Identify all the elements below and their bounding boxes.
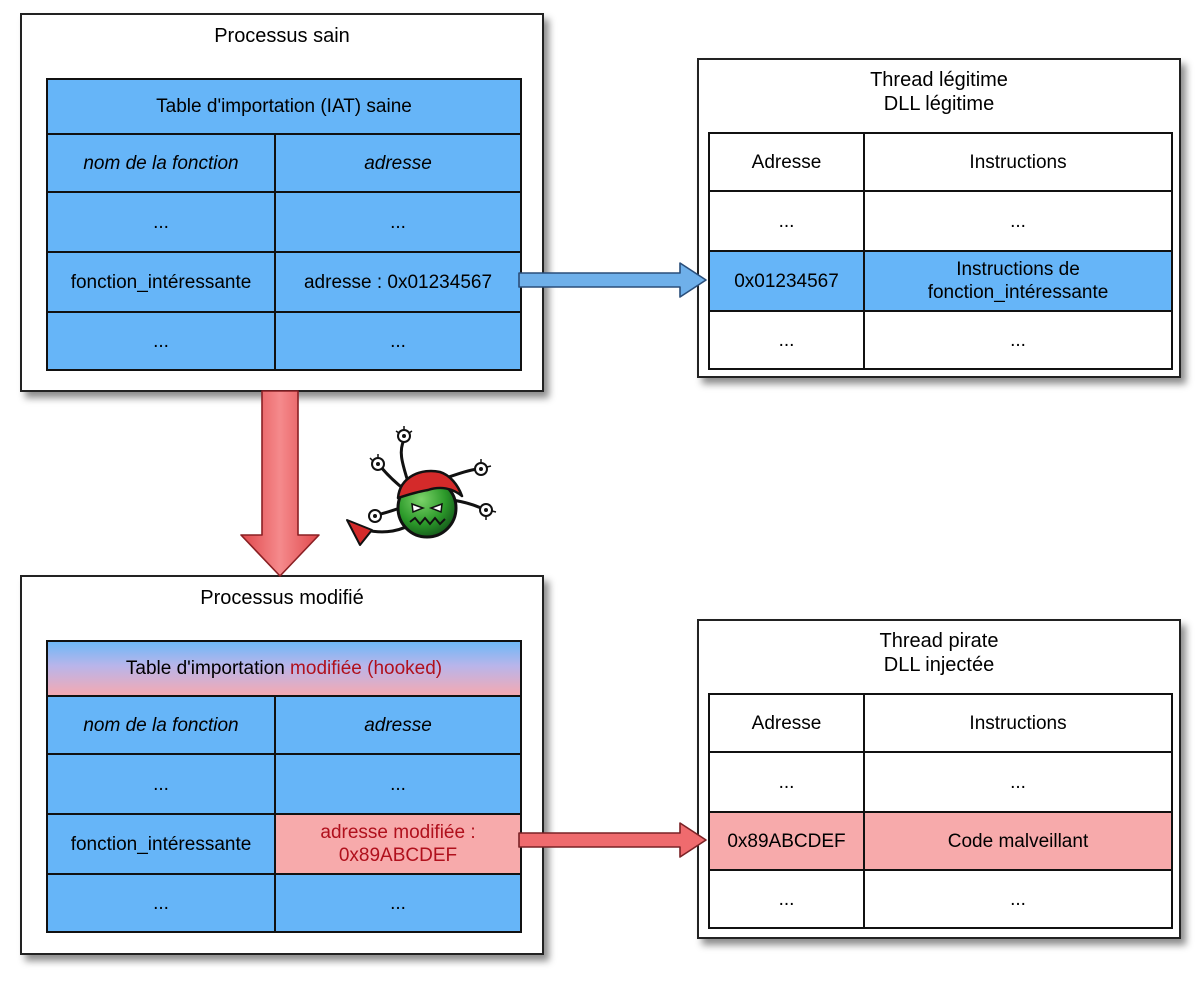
cell-instructions: Instructions de fonction_intéressante xyxy=(863,250,1173,312)
healthy-iat-header: Table d'importation (IAT) saine xyxy=(45,78,523,135)
cell-name: fonction_intéressante xyxy=(46,251,276,313)
cell-instructions: Code malveillant xyxy=(863,811,1173,871)
modified-address-line2: 0x89ABCDEF xyxy=(338,845,458,866)
table-row: 0x89ABCDEF Code malveillant xyxy=(708,811,1173,871)
legit-thread-box: Thread légitime DLL légitime Adresse Ins… xyxy=(697,58,1181,378)
cell-name: ... xyxy=(46,873,276,933)
healthy-process-box: Processus sain Table d'importation (IAT)… xyxy=(20,13,544,392)
pirate-thread-title: Thread pirate DLL injectée xyxy=(699,629,1179,677)
cell-address: 0x89ABCDEF xyxy=(708,811,865,871)
modified-iat-table: Table d'importation modifiée (hooked) no… xyxy=(45,640,523,933)
legit-thread-table: Adresse Instructions ... ... 0x01234567 … xyxy=(708,132,1173,370)
col-instructions: Instructions xyxy=(863,693,1173,753)
cell-address: ... xyxy=(273,311,523,371)
modified-iat-header-normal: Table d'importation xyxy=(125,658,291,679)
col-adresse: Adresse xyxy=(708,132,865,192)
cell-name: fonction_intéressante xyxy=(46,813,276,875)
modified-iat-header-hooked: modifiée (hooked) xyxy=(290,658,443,679)
table-row: ... ... xyxy=(708,869,1173,929)
cell-address: ... xyxy=(273,873,523,933)
healthy-iat-table: Table d'importation (IAT) saine nom de l… xyxy=(45,78,523,371)
instructions-line1: Instructions de xyxy=(956,259,1080,280)
table-row: fonction_intéressante adresse : 0x012345… xyxy=(46,251,523,313)
cell-address: ... xyxy=(708,869,865,929)
cell-address: ... xyxy=(273,753,523,815)
cell-address: adresse : 0x01234567 xyxy=(273,251,523,313)
table-row: ... ... xyxy=(708,310,1173,370)
virus-monster-icon xyxy=(346,426,497,546)
modified-process-title: Processus modifié xyxy=(200,587,364,609)
modified-iat-header: Table d'importation modifiée (hooked) xyxy=(45,640,523,697)
table-row: fonction_intéressante adresse modifiée :… xyxy=(46,813,523,875)
healthy-process-title: Processus sain xyxy=(214,25,350,47)
cell-name: ... xyxy=(46,191,276,253)
instructions-line2: fonction_intéressante xyxy=(927,282,1109,303)
pirate-thread-title-line2: DLL injectée xyxy=(883,654,995,676)
col-function-name: nom de la fonction xyxy=(46,133,276,193)
legit-thread-title: Thread légitime DLL légitime xyxy=(699,68,1179,116)
table-row: ... ... xyxy=(46,311,523,371)
col-adresse: Adresse xyxy=(708,693,865,753)
red-arrow xyxy=(518,822,707,858)
cell-address: ... xyxy=(708,310,865,370)
table-row: ... ... xyxy=(708,190,1173,252)
cell-address: ... xyxy=(273,191,523,253)
table-row: ... ... xyxy=(46,191,523,253)
col-address: adresse xyxy=(273,695,523,755)
modified-process-box: Processus modifié Table d'importation mo… xyxy=(20,575,544,955)
col-function-name: nom de la fonction xyxy=(46,695,276,755)
cell-instructions: ... xyxy=(863,869,1173,929)
cell-name: ... xyxy=(46,311,276,371)
pirate-thread-box: Thread pirate DLL injectée Adresse Instr… xyxy=(697,619,1181,939)
cell-address: 0x01234567 xyxy=(708,250,865,312)
cell-instructions: ... xyxy=(863,310,1173,370)
table-row: ... ... xyxy=(46,753,523,815)
col-address: adresse xyxy=(273,133,523,193)
col-instructions: Instructions xyxy=(863,132,1173,192)
cell-name: ... xyxy=(46,753,276,815)
cell-instructions: ... xyxy=(863,751,1173,813)
table-row: ... ... xyxy=(708,751,1173,813)
legit-thread-title-line1: Thread légitime xyxy=(870,69,1008,91)
pirate-thread-table: Adresse Instructions ... ... 0x89ABCDEF … xyxy=(708,693,1173,929)
cell-address-modified: adresse modifiée : 0x89ABCDEF xyxy=(273,813,523,875)
table-row: 0x01234567 Instructions de fonction_inté… xyxy=(708,250,1173,312)
cell-instructions: ... xyxy=(863,190,1173,252)
cell-address: ... xyxy=(708,751,865,813)
table-row: ... ... xyxy=(46,873,523,933)
big-down-arrow xyxy=(240,390,320,577)
modified-address-line1: adresse modifiée : xyxy=(320,822,476,843)
blue-arrow xyxy=(518,262,707,298)
pirate-thread-title-line1: Thread pirate xyxy=(879,630,999,652)
cell-address: ... xyxy=(708,190,865,252)
legit-thread-title-line2: DLL légitime xyxy=(883,93,995,115)
